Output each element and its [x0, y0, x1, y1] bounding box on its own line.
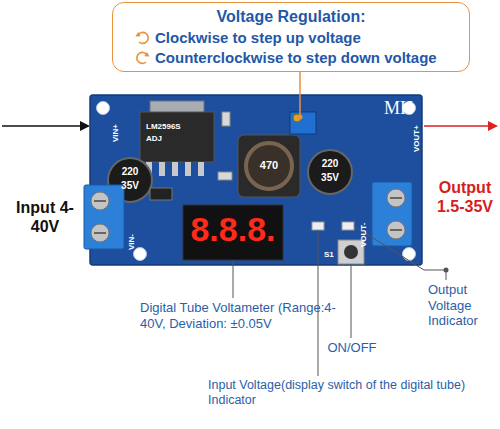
input-terminal — [84, 185, 124, 249]
chip-marking: ADJ — [146, 134, 162, 144]
button-cap — [344, 245, 358, 259]
inductor-value: 470 — [254, 159, 284, 172]
capacitor-value: 220 — [110, 166, 150, 178]
input-indicator-led — [312, 222, 324, 230]
capacitor-value: 220 — [310, 158, 350, 170]
callout-heading: Voltage Regulation: — [216, 8, 365, 26]
terminal-screw — [387, 221, 405, 239]
inductor-body — [238, 135, 300, 197]
display-digits: 8.8.8. — [183, 209, 283, 250]
arrow-head — [136, 32, 141, 37]
arrow-head — [144, 52, 149, 57]
regulator-chip — [140, 112, 214, 162]
screw-slot — [390, 229, 402, 231]
chip-pin — [198, 162, 204, 176]
pin-name: VIN- — [127, 234, 137, 250]
chip-pin — [185, 162, 191, 176]
pin-name: VIN+ — [111, 124, 121, 142]
chip-pin — [159, 162, 165, 176]
mounting-hole — [97, 102, 110, 115]
leader-line — [351, 264, 352, 338]
output-terminal — [372, 182, 412, 246]
leader-dot — [298, 115, 303, 120]
capacitor-voltage: 35V — [110, 180, 150, 192]
inductor-coil — [246, 143, 292, 189]
screw-slot — [94, 232, 106, 234]
leader-dot — [444, 268, 449, 273]
output-arrow — [424, 125, 496, 127]
pcb-board — [90, 95, 422, 265]
pin-name: VOUT- — [359, 223, 369, 247]
callout-instruction: Clockwise to step up voltage — [155, 29, 361, 46]
callout-text: Output Voltage Indicator — [428, 282, 500, 329]
rotation-arrow — [136, 32, 149, 43]
smd-part — [222, 112, 230, 126]
output-indicator-led — [342, 222, 354, 230]
terminal-screw — [91, 192, 109, 210]
diode — [150, 188, 172, 200]
output-range: Output 1.5-35V — [432, 178, 498, 216]
leader-line — [233, 260, 234, 298]
terminal-screw — [91, 224, 109, 242]
capacitor — [308, 150, 352, 194]
potentiometer — [290, 112, 316, 134]
brand-mark: MH — [384, 98, 413, 120]
callout-text: ON/OFF — [322, 340, 382, 356]
counterclockwise-icon — [135, 50, 150, 65]
arc — [138, 32, 148, 43]
input-range: Input 4-40V — [12, 198, 78, 236]
smd-part — [218, 172, 232, 180]
callout-box: Voltage Regulation: Clockwise to step up … — [112, 2, 470, 72]
chip-marking: LM2596S — [146, 122, 181, 132]
leader-line — [299, 71, 301, 117]
callout-text: Digital Tube Voltameter (Range:4-40V, De… — [140, 300, 350, 331]
screw-slot — [390, 197, 402, 199]
capacitor-voltage: 35V — [310, 172, 350, 184]
instruction-row: Counterclockwise to step down voltage — [123, 49, 437, 66]
chip-pin — [172, 162, 178, 176]
callout-instruction: Counterclockwise to step down voltage — [155, 49, 437, 66]
callout-text: Input Voltage(display switch of the digi… — [208, 378, 498, 408]
input-arrow — [2, 125, 88, 127]
terminal-screw — [387, 189, 405, 207]
screw-slot — [94, 200, 106, 202]
clockwise-icon — [135, 30, 150, 45]
instruction-row: Clockwise to step up voltage — [123, 29, 361, 46]
part-name: S1 — [324, 250, 334, 260]
rotation-arrow — [137, 52, 150, 63]
pin-name: VOUT+ — [412, 125, 422, 152]
arc — [137, 53, 147, 64]
digital-display — [183, 205, 283, 260]
mounting-hole — [403, 248, 416, 261]
